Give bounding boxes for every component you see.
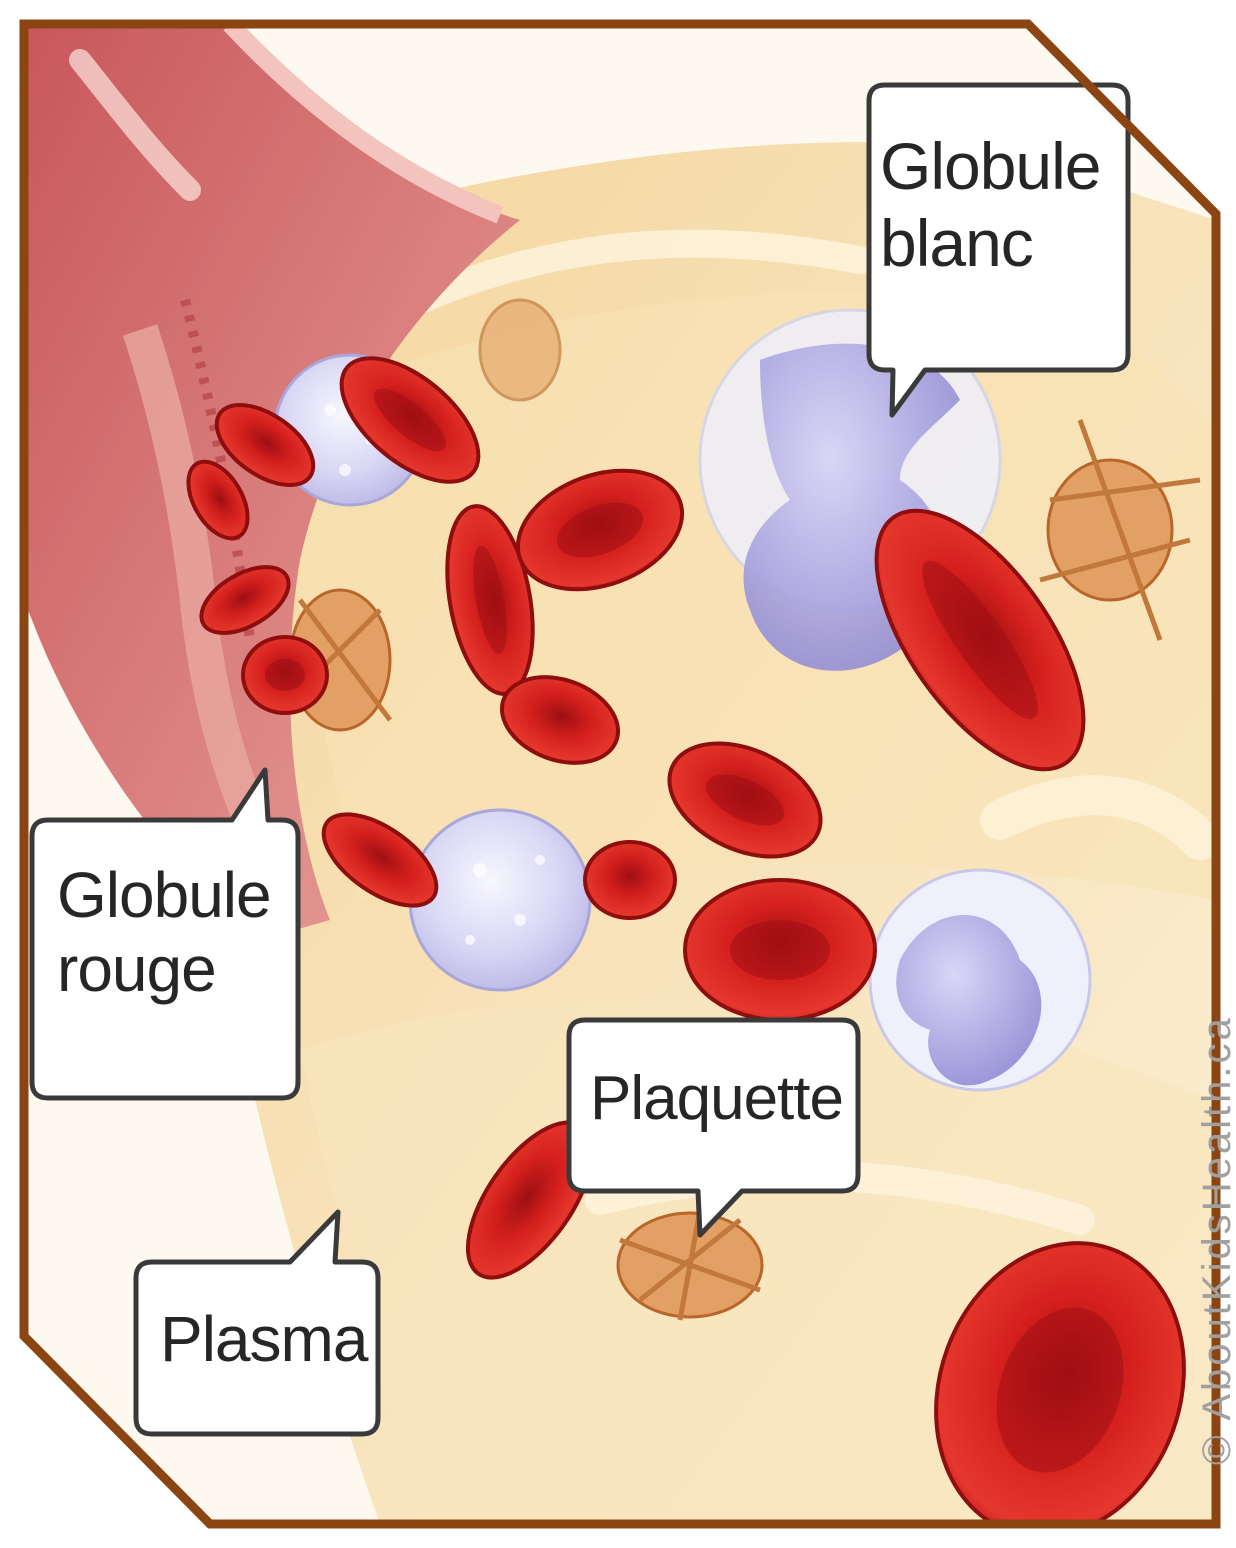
label-globule-blanc-line2: blanc — [880, 205, 1101, 282]
label-globule-blanc: Globule blanc — [880, 128, 1101, 281]
label-plasma-text: Plasma — [160, 1302, 367, 1376]
label-plaquette: Plaquette — [590, 1063, 843, 1135]
label-globule-rouge-line2: rouge — [57, 932, 271, 1006]
label-plaquette-text: Plaquette — [590, 1063, 843, 1135]
copyright-watermark: © AboutKidsHealth.ca — [1195, 1015, 1236, 1465]
label-globule-blanc-line1: Globule — [880, 128, 1101, 205]
label-plasma: Plasma — [160, 1302, 367, 1376]
label-globule-rouge: Globule rouge — [57, 858, 271, 1006]
label-globule-rouge-line1: Globule — [57, 858, 271, 932]
